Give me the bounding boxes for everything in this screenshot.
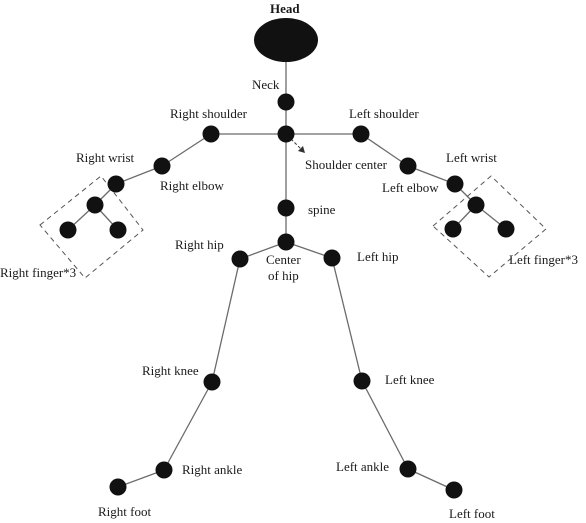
- right-finger-joint-2: [109, 221, 127, 239]
- right-ankle-label: Right ankle: [182, 462, 243, 477]
- left-knee-label: Left knee: [385, 372, 435, 387]
- head-joint: [254, 18, 318, 62]
- neck-label: Neck: [252, 77, 280, 92]
- right-elbow-joint: [153, 157, 171, 175]
- left-foot-joint: [445, 481, 463, 499]
- left-finger-joint-1: [444, 220, 462, 238]
- head-label: Head: [270, 1, 300, 16]
- left-ankle-label: Left ankle: [336, 459, 389, 474]
- right-ankle-joint: [155, 461, 173, 479]
- bone-left-upper-arm: [360, 133, 409, 167]
- left-hip-joint: [323, 249, 341, 267]
- shoulder-center-joint: [277, 125, 295, 143]
- right-shoulder-label: Right shoulder: [170, 106, 248, 121]
- shoulder-center-label: Shoulder center: [305, 157, 388, 172]
- right-wrist-label: Right wrist: [76, 150, 135, 165]
- left-finger-joint-2: [497, 220, 515, 238]
- spine-joint: [277, 199, 295, 217]
- left-finger-box: [432, 175, 547, 278]
- bone-left-thigh: [331, 257, 363, 382]
- left-hand-joint: [467, 196, 485, 214]
- left-hip-label: Left hip: [357, 249, 399, 264]
- left-wrist-joint: [446, 175, 464, 193]
- joints: [59, 18, 515, 499]
- right-foot-label: Right foot: [98, 504, 151, 519]
- left-elbow-joint: [399, 157, 417, 175]
- center-of-hip-label-line1: Center: [266, 252, 301, 267]
- shoulder-center-arrow: [290, 138, 305, 153]
- left-shoulder-label: Left shoulder: [349, 106, 419, 121]
- left-foot-label: Left foot: [449, 506, 495, 521]
- right-hip-label: Right hip: [175, 237, 224, 252]
- left-elbow-label: Left elbow: [382, 180, 439, 195]
- right-hip-joint: [231, 250, 249, 268]
- left-wrist-label: Left wrist: [446, 150, 497, 165]
- right-finger-label: Right finger*3: [0, 265, 76, 280]
- right-foot-joint: [109, 478, 127, 496]
- left-finger-label: Left finger*3: [509, 252, 578, 267]
- spine-label: spine: [308, 202, 336, 217]
- bone-left-shin: [361, 380, 409, 470]
- right-wrist-joint: [107, 175, 125, 193]
- bone-right-upper-arm: [161, 133, 212, 167]
- right-knee-label: Right knee: [142, 363, 199, 378]
- left-ankle-joint: [399, 460, 417, 478]
- center-of-hip-label-line2: of hip: [268, 268, 299, 283]
- left-knee-joint: [353, 372, 371, 390]
- right-hand-joint: [86, 196, 104, 214]
- bone-right-thigh: [211, 258, 241, 383]
- right-elbow-label: Right elbow: [160, 178, 225, 193]
- left-shoulder-joint: [352, 125, 370, 143]
- right-knee-joint: [203, 373, 221, 391]
- right-finger-box: [39, 175, 144, 279]
- bone-right-shin: [163, 381, 213, 471]
- right-finger-joint-1: [59, 221, 77, 239]
- right-shoulder-joint: [202, 125, 220, 143]
- center-of-hip-joint: [277, 233, 295, 251]
- neck-joint: [277, 93, 295, 111]
